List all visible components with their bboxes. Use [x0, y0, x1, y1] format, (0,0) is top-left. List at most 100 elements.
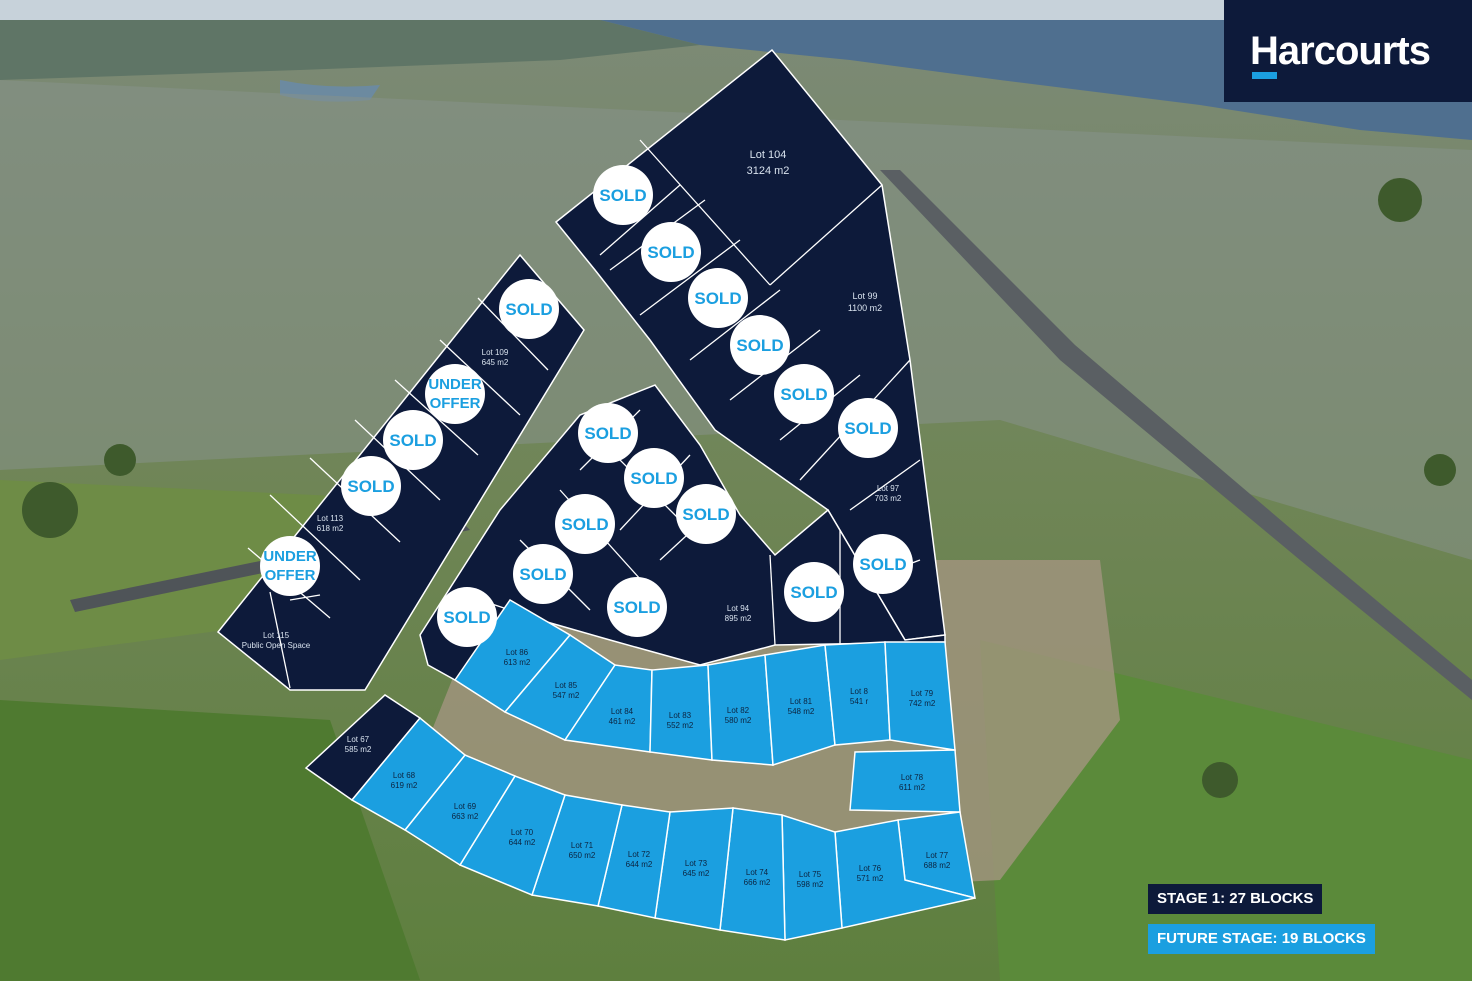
svg-text:SOLD: SOLD [613, 598, 660, 617]
lot-81-name: Lot 81 [790, 697, 813, 706]
lot-78-name: Lot 78 [901, 773, 924, 782]
sold-badge: SOLD [383, 410, 443, 470]
lot-113-name: Lot 113 [317, 514, 344, 523]
svg-text:SOLD: SOLD [347, 477, 394, 496]
lot-99-area: 1100 m2 [848, 303, 882, 313]
lot-78-area: 611 m2 [899, 783, 926, 792]
logo-accent-bar [1252, 72, 1277, 79]
lot-69-name: Lot 69 [454, 802, 477, 811]
lot-79-area: 742 m2 [909, 699, 936, 708]
logo-wordmark: Harcourts [1250, 29, 1431, 73]
sold-badge: SOLD [341, 456, 401, 516]
future-stage-blocks [350, 599, 976, 941]
lot-83-area: 552 m2 [667, 721, 694, 730]
lot-97-name: Lot 97 [877, 484, 900, 493]
lot-86-name: Lot 86 [506, 648, 529, 657]
lot-80-name: Lot 8 [850, 687, 868, 696]
lot-68-area: 619 m2 [391, 781, 418, 790]
lot-82-name: Lot 82 [727, 706, 750, 715]
lot-109-name: Lot 109 [482, 348, 509, 357]
lot-67-name: Lot 67 [347, 735, 370, 744]
svg-text:SOLD: SOLD [630, 469, 677, 488]
svg-text:SOLD: SOLD [780, 385, 827, 404]
lot-113-area: 618 m2 [317, 524, 344, 533]
svg-text:OFFER: OFFER [430, 395, 481, 412]
legend-stage1: STAGE 1: 27 BLOCKS [1148, 884, 1323, 914]
lot-85-name: Lot 85 [555, 681, 578, 690]
svg-text:SOLD: SOLD [561, 515, 608, 534]
lot-81-area: 548 m2 [788, 707, 815, 716]
lot-84-name: Lot 84 [611, 707, 634, 716]
lot-labels: Lot 104 3124 m2 Lot 99 1100 m2 Lot 109 6… [242, 149, 951, 889]
under-offer-badge: UNDER OFFER [425, 364, 485, 424]
sold-badge: SOLD [838, 398, 898, 458]
lot-76-name: Lot 76 [859, 864, 882, 873]
lot-104-name: Lot 104 [750, 149, 787, 161]
lot-115-name: Lot 115 [263, 631, 290, 640]
svg-text:SOLD: SOLD [599, 186, 646, 205]
sold-badge: SOLD [513, 544, 573, 604]
lot-70-name: Lot 70 [511, 828, 534, 837]
lot-78[interactable] [849, 749, 961, 813]
lot-86-area: 613 m2 [504, 658, 531, 667]
svg-text:UNDER: UNDER [263, 548, 317, 565]
lot-74-name: Lot 74 [746, 868, 769, 877]
lot-97-area: 703 m2 [875, 494, 902, 503]
svg-text:SOLD: SOLD [647, 243, 694, 262]
svg-text:SOLD: SOLD [584, 424, 631, 443]
lot-99-name: Lot 99 [852, 291, 877, 301]
lot-72-area: 644 m2 [626, 860, 653, 869]
sold-badge: SOLD [624, 448, 684, 508]
sold-badge: SOLD [784, 562, 844, 622]
sold-badge: SOLD [774, 364, 834, 424]
lot-75-name: Lot 75 [799, 870, 822, 879]
harcourts-logo: Harcourts [1224, 0, 1472, 102]
lot-76-area: 571 m2 [857, 874, 884, 883]
sold-badge: SOLD [578, 403, 638, 463]
lot-68[interactable] [350, 716, 467, 831]
sold-badge: SOLD [607, 577, 667, 637]
legend-future-stage: FUTURE STAGE: 19 BLOCKS [1148, 924, 1375, 954]
sold-badge: SOLD [593, 165, 653, 225]
lot-77-area: 688 m2 [924, 861, 951, 870]
svg-text:SOLD: SOLD [844, 419, 891, 438]
svg-text:UNDER: UNDER [428, 376, 482, 393]
lot-83-name: Lot 83 [669, 711, 692, 720]
lot-73-area: 645 m2 [683, 869, 710, 878]
svg-text:SOLD: SOLD [443, 608, 490, 627]
sold-badge: SOLD [499, 279, 559, 339]
lot-75-area: 598 m2 [797, 880, 824, 889]
lot-104-area: 3124 m2 [747, 165, 790, 177]
lot-77-name: Lot 77 [926, 851, 949, 860]
svg-text:SOLD: SOLD [519, 565, 566, 584]
lot-79[interactable] [884, 641, 956, 751]
lot-79-name: Lot 79 [911, 689, 934, 698]
lot-80-area: 541 r [850, 697, 869, 706]
lot-109-area: 645 m2 [482, 358, 509, 367]
lot-72-name: Lot 72 [628, 850, 651, 859]
svg-text:SOLD: SOLD [859, 555, 906, 574]
lot-69-area: 663 m2 [452, 812, 479, 821]
sold-badges: SOLD SOLD SOLD SOLD SOLD SOLD SOLD SOLD … [341, 165, 913, 647]
lot-74-area: 666 m2 [744, 878, 771, 887]
svg-text:SOLD: SOLD [505, 300, 552, 319]
lot-71-area: 650 m2 [569, 851, 596, 860]
sold-badge: SOLD [676, 484, 736, 544]
lot-84-area: 461 m2 [609, 717, 636, 726]
lot-82-area: 580 m2 [725, 716, 752, 725]
lot-85-area: 547 m2 [553, 691, 580, 700]
svg-text:SOLD: SOLD [682, 505, 729, 524]
svg-text:SOLD: SOLD [736, 336, 783, 355]
lot-68-name: Lot 68 [393, 771, 416, 780]
lot-70-area: 644 m2 [509, 838, 536, 847]
svg-text:SOLD: SOLD [694, 289, 741, 308]
lot-94-name: Lot 94 [727, 604, 750, 613]
sold-badge: SOLD [437, 587, 497, 647]
lot-67-area: 585 m2 [345, 745, 372, 754]
lot-71-name: Lot 71 [571, 841, 594, 850]
lot-94-area: 895 m2 [725, 614, 752, 623]
sold-badge: SOLD [853, 534, 913, 594]
svg-text:OFFER: OFFER [265, 567, 316, 584]
sold-badge: SOLD [688, 268, 748, 328]
